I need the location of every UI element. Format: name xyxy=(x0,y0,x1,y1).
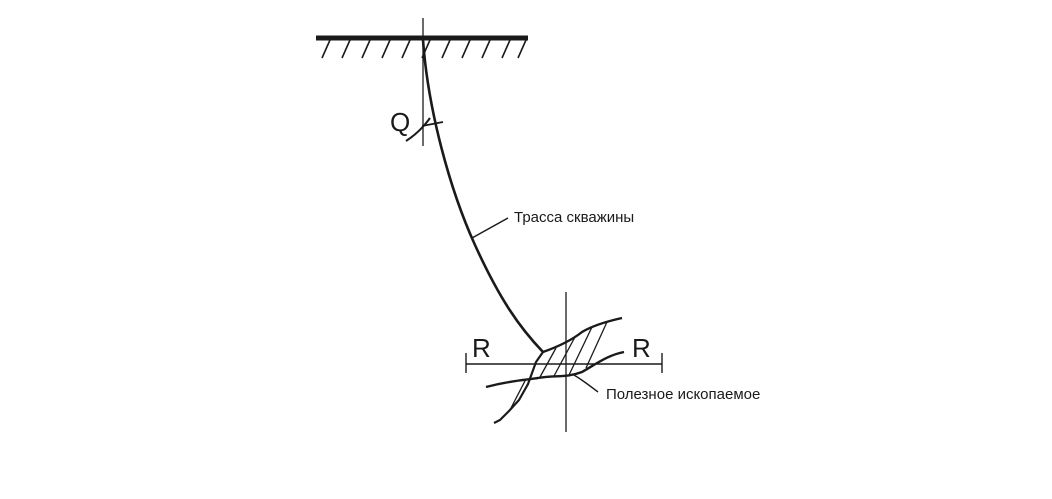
radius-label-left: R xyxy=(472,333,491,363)
radius-dimension xyxy=(465,353,663,373)
surface-hatching xyxy=(321,39,527,59)
well-trajectory xyxy=(421,39,544,353)
mineral-label: Полезное ископаемое xyxy=(606,386,760,403)
well-path-leader xyxy=(471,217,509,239)
well-path-label: Трасса скважины xyxy=(514,209,634,226)
mineral-hatching xyxy=(510,321,608,409)
mineral-bottom-boundary xyxy=(485,350,625,389)
angle-tick xyxy=(421,121,444,127)
angle-label: Q xyxy=(390,107,410,137)
surface-ground xyxy=(316,35,528,59)
radius-label-right: R xyxy=(632,333,651,363)
mineral-leader xyxy=(571,373,599,393)
mineral-top-boundary xyxy=(542,316,623,354)
mineral-body xyxy=(485,316,625,424)
mineral-left-edge xyxy=(493,351,544,424)
angle-arc xyxy=(405,117,431,142)
